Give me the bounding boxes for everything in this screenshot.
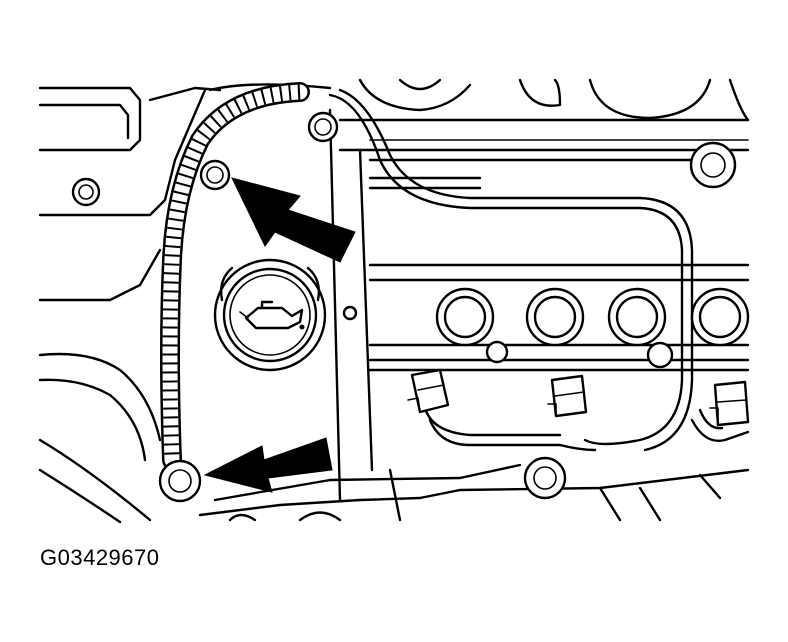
arrows [203, 177, 356, 493]
connector [407, 368, 450, 414]
bolt-rail-1 [485, 340, 509, 364]
connector [709, 380, 750, 427]
bolts [71, 111, 737, 503]
oil-can-icon [239, 300, 305, 330]
bolt-bottom-center [523, 456, 567, 500]
engine-outlines [38, 78, 750, 524]
bolt-rail-2 [646, 341, 674, 369]
oil-filler-cap [213, 258, 327, 372]
arrow-icon [203, 437, 333, 493]
wiring-harness [160, 82, 750, 470]
bolt-top-left [71, 177, 101, 207]
plug-well [690, 287, 750, 347]
bolt-harness-top [199, 159, 231, 191]
connector [547, 374, 588, 418]
plug-well [435, 287, 495, 347]
bolt-harness-bottom [158, 459, 202, 503]
figure-id-label: G03429670 [40, 545, 160, 570]
plug-well [525, 287, 585, 347]
bolt-top-right [689, 141, 737, 189]
spark-plug-wells [435, 287, 750, 347]
plug-well [607, 287, 667, 347]
connectors [407, 368, 750, 427]
bolt-top-center [307, 111, 339, 143]
bolt-small-mid [342, 305, 358, 321]
arrow-icon [231, 177, 356, 263]
